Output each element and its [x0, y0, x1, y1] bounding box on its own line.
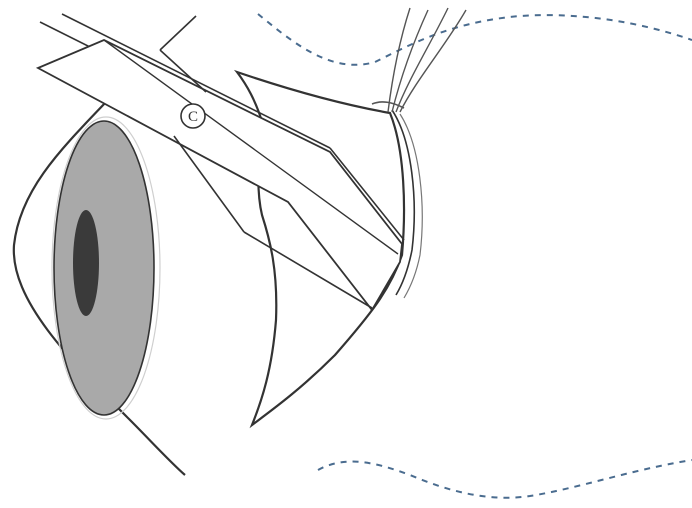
handle-edge-3 — [160, 16, 196, 50]
pupil-shape — [73, 210, 99, 316]
suture-4 — [400, 10, 466, 112]
upper-dashed-guide — [258, 14, 692, 65]
suture-1 — [388, 8, 410, 112]
suture-2 — [392, 10, 428, 112]
lower-dashed-guide — [318, 460, 692, 498]
instrument-marker-label: C — [188, 109, 198, 125]
globe-shape — [54, 121, 154, 415]
